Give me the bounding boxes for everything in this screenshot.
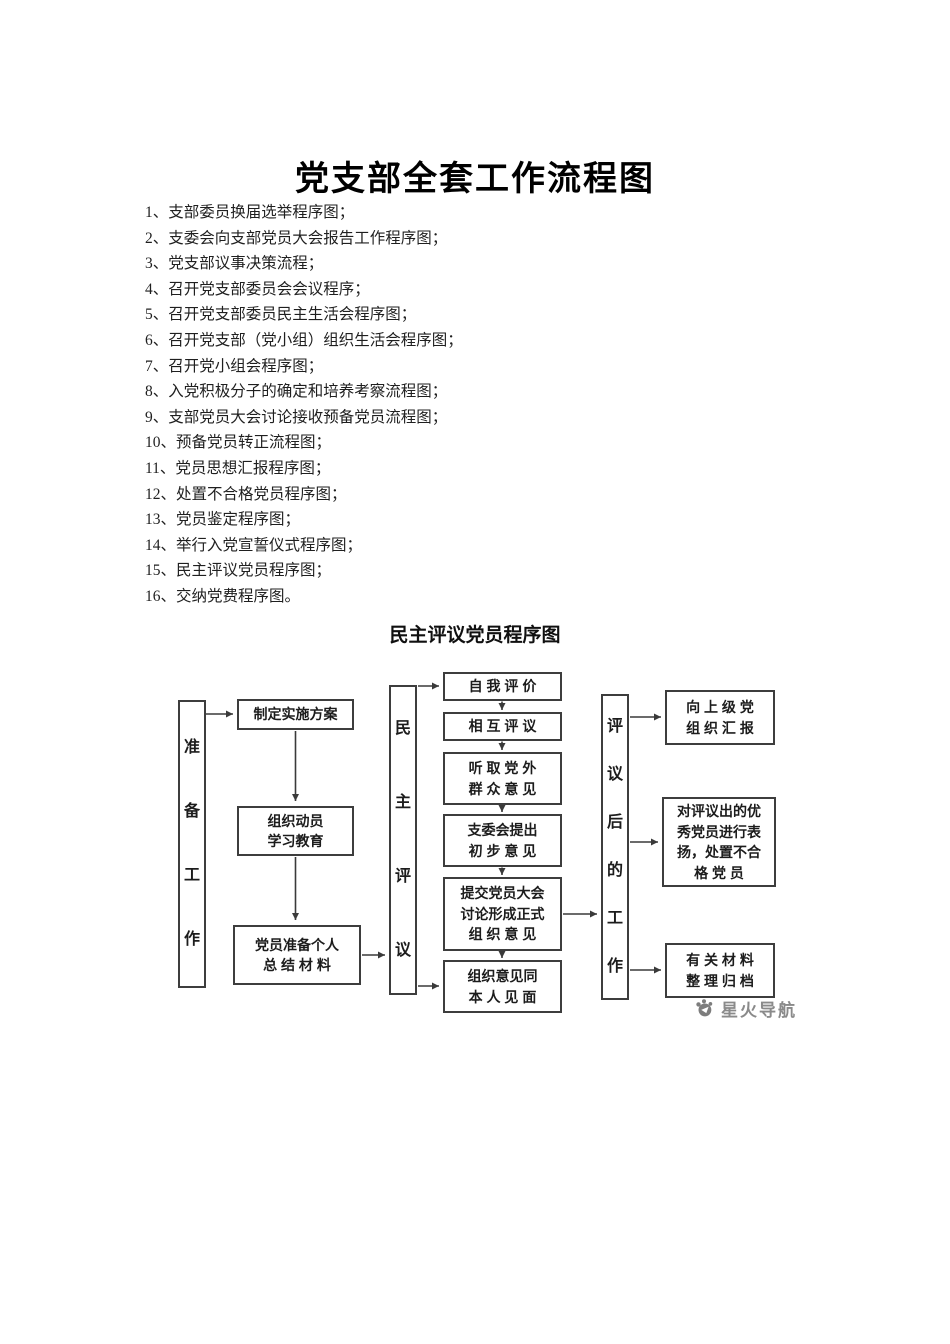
node-mutual-review: 相 互 评 议 [443,712,562,741]
node-after-review-work: 评 议 后 的 工 作 [601,694,629,1000]
node-opinion-meet-person: 组织意见同 本 人 见 面 [443,960,562,1013]
list-item: 13、党员鉴定程序图； [145,511,301,529]
list-item: 5、召开党支部委员民主生活会程序图； [145,306,417,324]
page-title: 党支部全套工作流程图 [295,159,655,198]
watermark-text: 星火导航 [721,1001,797,1020]
list-item: 8、入党积极分子的确定和培养考察流程图； [145,383,448,401]
list-item: 3、党支部议事决策流程； [145,255,324,273]
node-report-upper: 向 上 级 党 组 织 汇 报 [665,690,775,745]
list-item: 14、举行入党宣誓仪式程序图； [145,536,363,554]
node-archive-materials: 有 关 材 料 整 理 归 档 [665,943,775,998]
node-submit-meeting: 提交党员大会 讨论形成正式 组 织 意 见 [443,877,562,951]
list-item: 7、召开党小组会程序图； [145,357,324,375]
node-mobilize-study: 组织动员 学习教育 [237,806,354,856]
list-item: 2、支委会向支部党员大会报告工作程序图； [145,229,448,247]
list-item: 15、民主评议党员程序图； [145,562,332,580]
list-item: 12、处置不合格党员程序图； [145,485,347,503]
list-item: 4、召开党支部委员会会议程序； [145,280,370,298]
list-item: 16、交纳党费程序图。 [145,587,301,605]
node-democratic-review: 民 主 评 议 [389,685,417,995]
node-self-evaluation: 自 我 评 价 [443,672,562,701]
node-prep-work: 准 备 工 作 [178,700,206,988]
node-personal-summary: 党员准备个人 总 结 材 料 [233,925,361,985]
list-item: 9、支部党员大会讨论接收预备党员流程图； [145,408,448,426]
list-item: 10、预备党员转正流程图； [145,434,332,452]
list-item: 1、支部委员换届选举程序图； [145,204,355,221]
compass-logo-icon [693,998,715,1020]
node-listen-opinions: 听 取 党 外 群 众 意 见 [443,752,562,805]
node-praise-dispose: 对评议出的优 秀党员进行表 扬，处置不合 格 党 员 [662,797,776,887]
toc-list: 1、支部委员换届选举程序图； 2、支委会向支部党员大会报告工作程序图； 3、党支… [145,200,825,610]
list-item: 6、召开党支部（党小组）组织生活会程序图； [145,331,463,349]
list-item: 11、党员思想汇报程序图； [145,459,331,477]
node-make-plan: 制定实施方案 [237,699,354,730]
flowchart-title: 民主评议党员程序图 [389,625,561,646]
node-committee-opinion: 支委会提出 初 步 意 见 [443,814,562,867]
watermark: 星火导航 [693,996,797,1021]
